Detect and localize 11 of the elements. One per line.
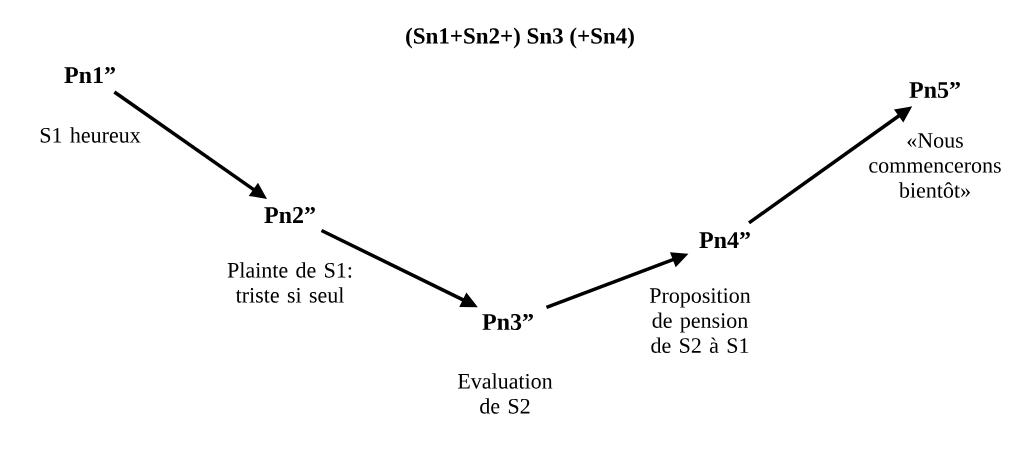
node-description: «Nous commencerons bientôt» [869,133,1001,198]
node-heading: Pn2” [264,207,315,223]
node-heading: Pn5” [909,81,960,99]
node-description: S1 heureux [40,127,141,143]
node-description: Proposition de pension de S2 à S1 [649,288,751,353]
node-description: Evaluation de S2 [458,373,553,414]
node-description: Plainte de S1: triste si seul [227,262,352,303]
node-heading: Pn3” [482,313,533,331]
node-heading: Pn4” [699,232,750,248]
title: (Sn1+Sn2+) Sn3 (+Sn4) [406,27,634,49]
node-heading: Pn1” [64,67,115,83]
